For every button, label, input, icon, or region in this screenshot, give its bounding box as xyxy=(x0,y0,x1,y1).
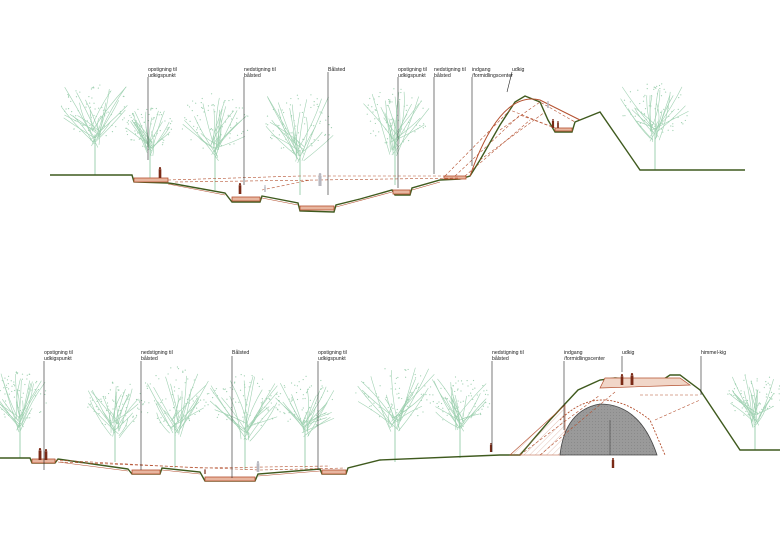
label-opstigning-1: opstigning til udkigspunkt xyxy=(148,67,178,79)
label-b-baalsted: Bålsted xyxy=(232,349,249,356)
tree xyxy=(265,94,334,195)
top-annotations xyxy=(147,71,513,195)
person-figure xyxy=(44,449,48,460)
bottom-entrance-wedge xyxy=(509,404,566,456)
tree xyxy=(275,375,335,468)
person-figure xyxy=(547,101,549,108)
person-figure xyxy=(630,373,634,385)
person-figure xyxy=(318,173,322,186)
top-ramp-canopy xyxy=(469,98,581,177)
trees-bottom xyxy=(0,366,780,470)
person-figure xyxy=(611,458,615,468)
label-opstigning-2: opstigning til udkigspunkt xyxy=(398,67,428,79)
label-b-opstigning-2: opstigning til udkigspunkt xyxy=(318,350,348,362)
top-sub-surface xyxy=(167,181,441,208)
tree xyxy=(363,88,430,185)
bottom-section: opstigning til udkigspunkt nedstigning t… xyxy=(0,349,780,482)
person-figure xyxy=(620,374,624,385)
bottom-sightlines xyxy=(54,391,701,471)
label-nedstigning-1: nedstigning til bålsted xyxy=(244,67,277,79)
tree xyxy=(87,381,146,462)
label-b-indgang: indgang /formidlingscenter xyxy=(564,350,605,362)
bottom-sub-surface xyxy=(57,461,321,477)
bottom-lookout-platform xyxy=(599,377,692,389)
bottom-annotations xyxy=(43,356,702,478)
label-indgang: indgang /formidlingscenter xyxy=(472,67,513,79)
label-b-nedstigning-2: nedstigning til bålsted xyxy=(492,350,525,362)
people-top xyxy=(158,101,559,194)
person-figure xyxy=(158,167,162,178)
tree xyxy=(125,107,173,178)
person-figure xyxy=(204,469,206,474)
label-b-himmel-kig: himmel-kig xyxy=(701,350,726,356)
bottom-label-texts: opstigning til udkigspunkt nedstigning t… xyxy=(44,349,726,362)
people-bottom xyxy=(38,373,634,474)
top-label-texts: opstigning til udkigspunkt nedstigning t… xyxy=(148,66,525,79)
tree xyxy=(620,83,689,170)
person-figure xyxy=(238,183,242,194)
tree xyxy=(432,376,491,458)
person-figure xyxy=(264,185,266,192)
person-figure xyxy=(256,461,260,472)
label-b-udkig: udkig xyxy=(622,350,635,356)
label-baalsted: Bålsted xyxy=(328,66,345,73)
tree xyxy=(60,84,128,175)
label-nedstigning-2: nedstigning til bålsted xyxy=(434,67,467,79)
tree xyxy=(209,373,280,470)
label-b-nedstigning-1: nedstigning til bålsted xyxy=(141,350,174,362)
bottom-dome-texture xyxy=(560,404,657,455)
tree xyxy=(0,371,47,458)
top-ground-line xyxy=(50,95,745,213)
person-figure xyxy=(557,121,559,128)
person-figure xyxy=(38,448,42,460)
top-section: opstigning til udkigspunkt nedstigning t… xyxy=(50,66,745,213)
tree xyxy=(727,374,780,450)
person-figure xyxy=(551,119,555,128)
bottom-terraces xyxy=(31,458,347,482)
tree xyxy=(355,367,435,462)
tree xyxy=(181,93,249,190)
person-figure xyxy=(489,443,493,452)
label-udkig: udkig xyxy=(512,67,525,73)
tree xyxy=(139,366,210,468)
label-b-opstigning-1: opstigning til udkigspunkt xyxy=(44,350,74,362)
top-sightlines xyxy=(167,101,576,191)
